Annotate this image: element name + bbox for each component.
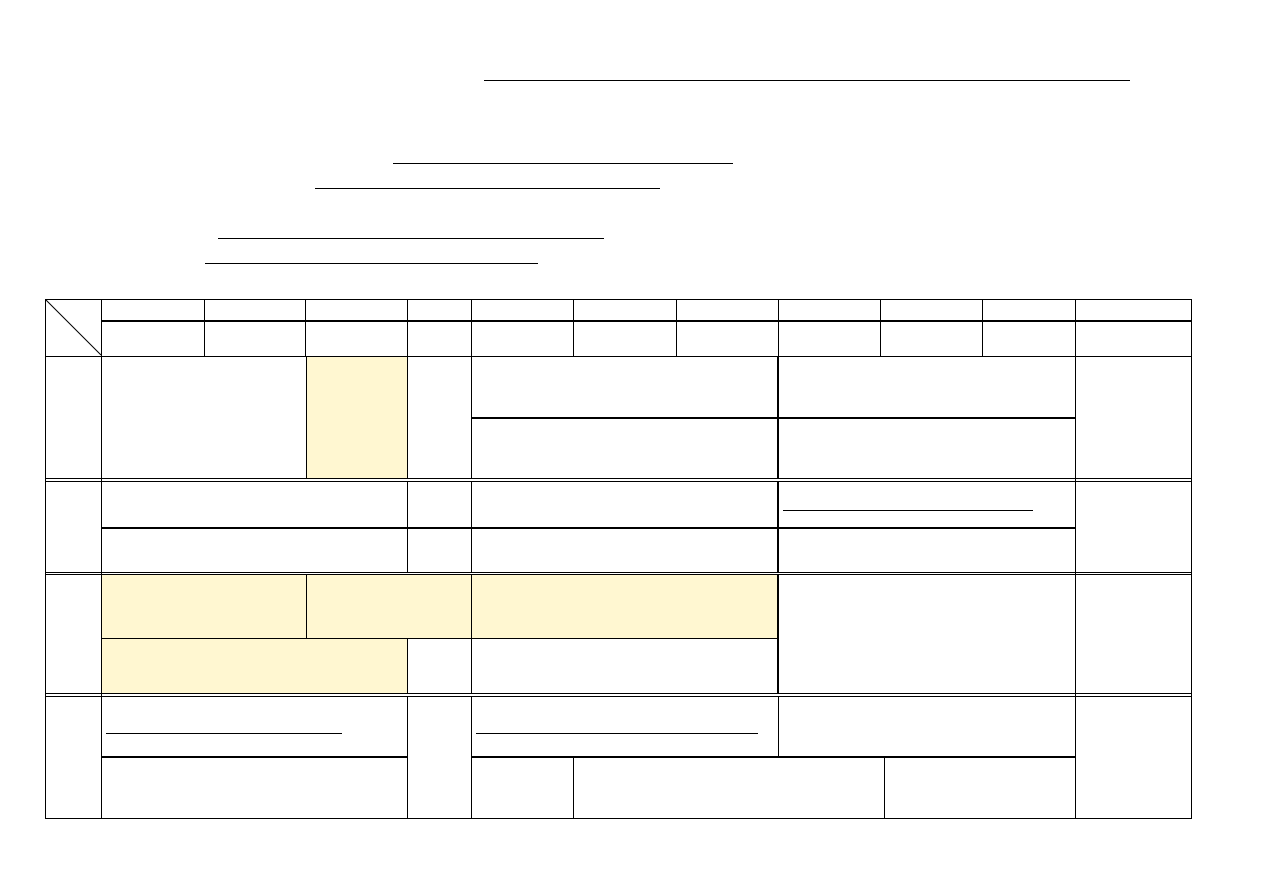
hdr-col-line-9 [880, 299, 881, 356]
row-sep-2a [45, 572, 1192, 573]
hdr-col-line-2 [204, 299, 205, 356]
row3-highlight-cell-a[interactable] [102, 574, 306, 639]
r2-field-underline[interactable] [783, 510, 1033, 511]
hdr-col-line-3 [305, 299, 306, 356]
hdr-col-line-10 [982, 299, 983, 356]
row-sep-1a [45, 478, 1192, 479]
r4-v-573 [573, 757, 574, 818]
hdr-col-line-11 [1075, 299, 1076, 356]
row3-highlight-cell-d[interactable] [102, 639, 407, 694]
r3-v-471 [471, 575, 472, 693]
row3-highlight-cell-c[interactable] [471, 574, 778, 639]
r3-v-306 [306, 575, 307, 639]
row-sep-2b [45, 574, 1192, 575]
r4-h-left [102, 756, 407, 758]
r4-v-884 [884, 757, 885, 818]
table-border-top [45, 299, 1192, 300]
r3-v-407 [407, 639, 408, 693]
r1-v-306 [306, 357, 307, 478]
r3-h-mid [102, 638, 778, 639]
hdr-col-line-6 [573, 299, 574, 356]
diagonal-header-cell [46, 300, 102, 356]
r4-field-underline-1[interactable] [106, 733, 342, 734]
title-field-line[interactable] [484, 80, 1130, 81]
r3-v-778 [777, 575, 779, 693]
row-sep-3b [45, 696, 1192, 697]
r1-v-407 [407, 357, 408, 478]
header-field-line-1[interactable] [393, 163, 733, 164]
r4-field-underline-2[interactable] [476, 733, 758, 734]
r2-h-mid [102, 527, 1075, 529]
header-field-line-4[interactable] [205, 263, 538, 264]
row-sep-1b [45, 481, 1192, 482]
table-border-right [1191, 299, 1192, 819]
hdr-col-line-5 [471, 299, 472, 356]
hdr-col-line-7 [676, 299, 677, 356]
row-sep-3a [45, 693, 1192, 694]
diagonal-line [46, 300, 102, 356]
header-field-line-2[interactable] [315, 188, 660, 189]
table-border-bottom [45, 818, 1192, 819]
header-bottom-line [45, 356, 1192, 357]
header-field-line-3[interactable] [218, 238, 604, 239]
row3-highlight-cell-b[interactable] [306, 574, 471, 639]
r4-v-407 [407, 697, 408, 818]
r4-v-778 [778, 697, 779, 757]
header-row-divider [102, 320, 1192, 322]
hdr-col-line-8 [778, 299, 779, 356]
col-line-last [1075, 356, 1076, 819]
hdr-col-line-4 [407, 299, 408, 356]
col-line-1 [101, 299, 102, 819]
r1-h-mid [471, 417, 1075, 419]
row1-highlight-cell[interactable] [306, 357, 407, 478]
table-border-left [45, 299, 46, 819]
r4-h-right [471, 756, 1075, 758]
